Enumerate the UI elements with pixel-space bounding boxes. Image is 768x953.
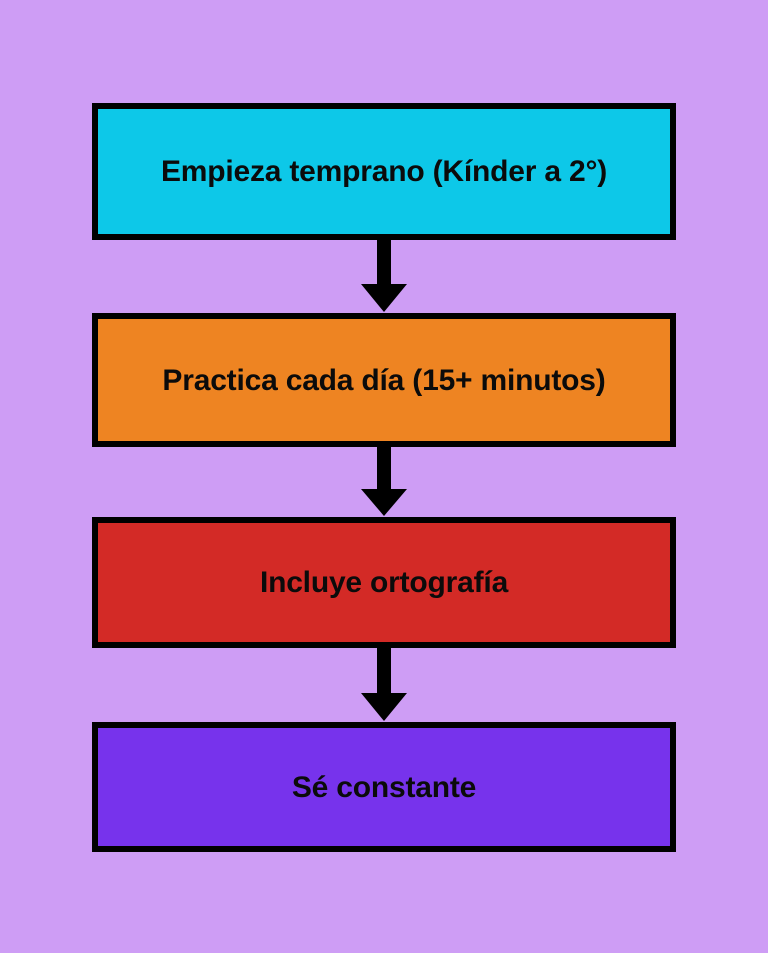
flowchart-node-2-label: Practica cada día (15+ minutos) — [162, 363, 606, 397]
flowchart-node-3[interactable]: Incluye ortografía — [92, 517, 676, 648]
flowchart-node-1[interactable]: Empieza temprano (Kínder a 2°) — [92, 103, 676, 240]
flowchart-node-2[interactable]: Practica cada día (15+ minutos) — [92, 313, 676, 447]
flowchart-arrow-3-to-4 — [0, 648, 768, 722]
flowchart-node-4[interactable]: Sé constante — [92, 722, 676, 852]
flowchart-arrow-2-to-3 — [0, 447, 768, 517]
flowchart-node-4-label: Sé constante — [291, 770, 477, 804]
flowchart-node-1-label: Empieza temprano (Kínder a 2°) — [160, 155, 608, 188]
flowchart-arrow-1-to-2 — [0, 240, 768, 313]
flowchart-node-3-label: Incluye ortografía — [259, 566, 509, 599]
